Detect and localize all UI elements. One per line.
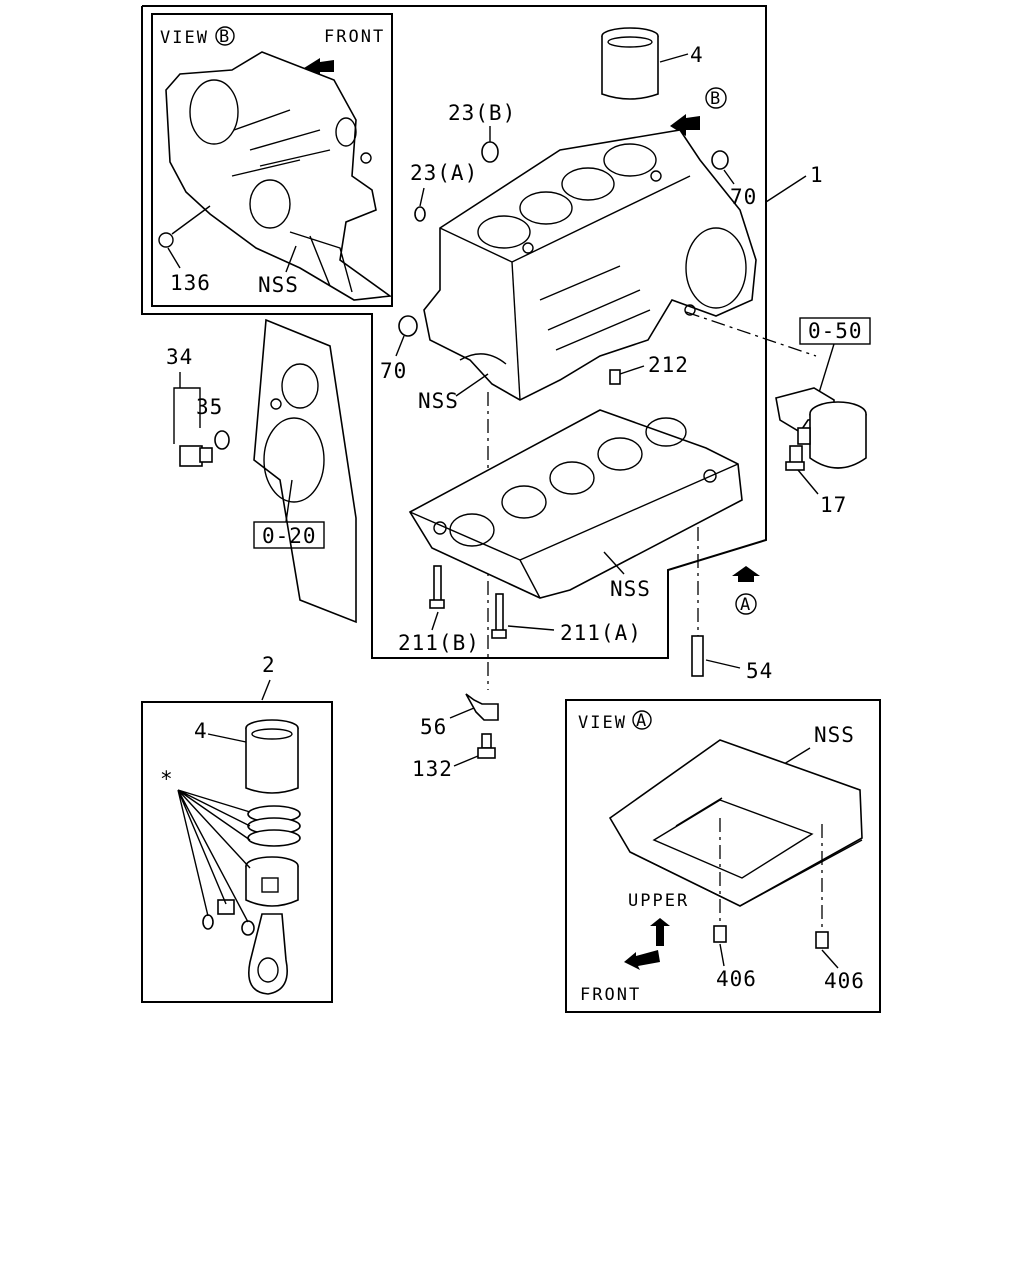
view-a-direction-arrow-icon: [732, 566, 760, 582]
plug-406-left: [713, 925, 727, 943]
view-b-nss-label: NSS: [258, 273, 299, 297]
callout-54: 54: [746, 659, 773, 683]
view-a-front-arrow-icon: [624, 950, 660, 970]
cylinder-block-part: [423, 129, 757, 401]
view-b-inset: VIEW B FRONT NSS: [151, 13, 393, 307]
label-nss-lower: NSS: [610, 577, 651, 601]
callout-70-right: 70: [730, 185, 757, 209]
piston-liner-part: [245, 719, 299, 794]
crankcase-part: [408, 409, 743, 599]
piston-pin: [217, 899, 235, 915]
callout-136: 136: [170, 271, 211, 295]
view-a-title: VIEW: [578, 713, 627, 733]
callout-70-left: 70: [380, 359, 407, 383]
connecting-rod-part: [248, 913, 288, 995]
view-b-title: VIEW: [160, 28, 209, 48]
ref-box-0-20: [253, 521, 325, 549]
oil-jet-56: [465, 693, 499, 721]
marker-b-circle: [705, 87, 727, 109]
callout-132: 132: [412, 757, 453, 781]
callout-406-left: 406: [716, 967, 757, 991]
marker-b-letter: B: [710, 89, 722, 109]
view-a-letter: A: [636, 711, 648, 731]
view-a-inset: VIEW A NSS UPPER FRONT 406 406: [565, 699, 881, 1013]
plug-406-right: [815, 931, 829, 949]
stud-54: [691, 635, 704, 677]
callout-211a: 211(A): [560, 621, 642, 645]
callout-4-top: 4: [690, 43, 704, 67]
view-b-front-arrow-icon: [304, 58, 334, 78]
callout-4-kit: 4: [194, 719, 208, 743]
bolt-211b: [429, 565, 445, 609]
main-assembly-outline: [141, 5, 767, 659]
oil-filter-part: [775, 387, 867, 469]
view-a-front-label: FRONT: [580, 985, 641, 1005]
marker-a-letter: A: [740, 595, 752, 615]
view-a-updown-arrow-icon: [650, 918, 670, 946]
view-a-nss-label: NSS: [814, 723, 855, 747]
callout-2: 2: [262, 653, 276, 677]
snap-ring-a: [202, 914, 214, 930]
sensor-17: [785, 445, 805, 471]
ref-0-50: 0-50: [808, 319, 863, 343]
callout-17: 17: [820, 493, 847, 517]
piston-rings-part: [247, 805, 301, 847]
callout-56: 56: [420, 715, 447, 739]
marker-a-circle: [735, 593, 757, 615]
piston-part: [245, 856, 299, 907]
view-b-front-label: FRONT: [324, 27, 385, 47]
callout-211b: 211(B): [398, 631, 480, 655]
kit-star-marker: *: [160, 767, 174, 791]
front-plate-part: [253, 318, 357, 624]
callout-23a: 23(A): [410, 161, 478, 185]
callout-1: 1: [810, 163, 824, 187]
ref-0-20: 0-20: [262, 524, 317, 548]
label-nss-block: NSS: [418, 389, 459, 413]
view-b-letter: B: [219, 27, 231, 47]
callout-35: 35: [196, 395, 223, 419]
callout-23b: 23(B): [448, 101, 516, 125]
bolt-34: [179, 445, 213, 467]
piston-kit-box: [141, 701, 333, 1003]
bolt-211a: [491, 593, 507, 639]
bolt-132: [477, 733, 496, 759]
callout-212: 212: [648, 353, 689, 377]
view-a-upper-label: UPPER: [628, 891, 689, 911]
snap-ring-b: [241, 920, 255, 936]
washer-35: [214, 430, 230, 450]
callout-406-right: 406: [824, 969, 865, 993]
callout-34: 34: [166, 345, 193, 369]
cylinder-liner-part: [601, 27, 659, 100]
ref-box-0-50: [799, 317, 871, 345]
